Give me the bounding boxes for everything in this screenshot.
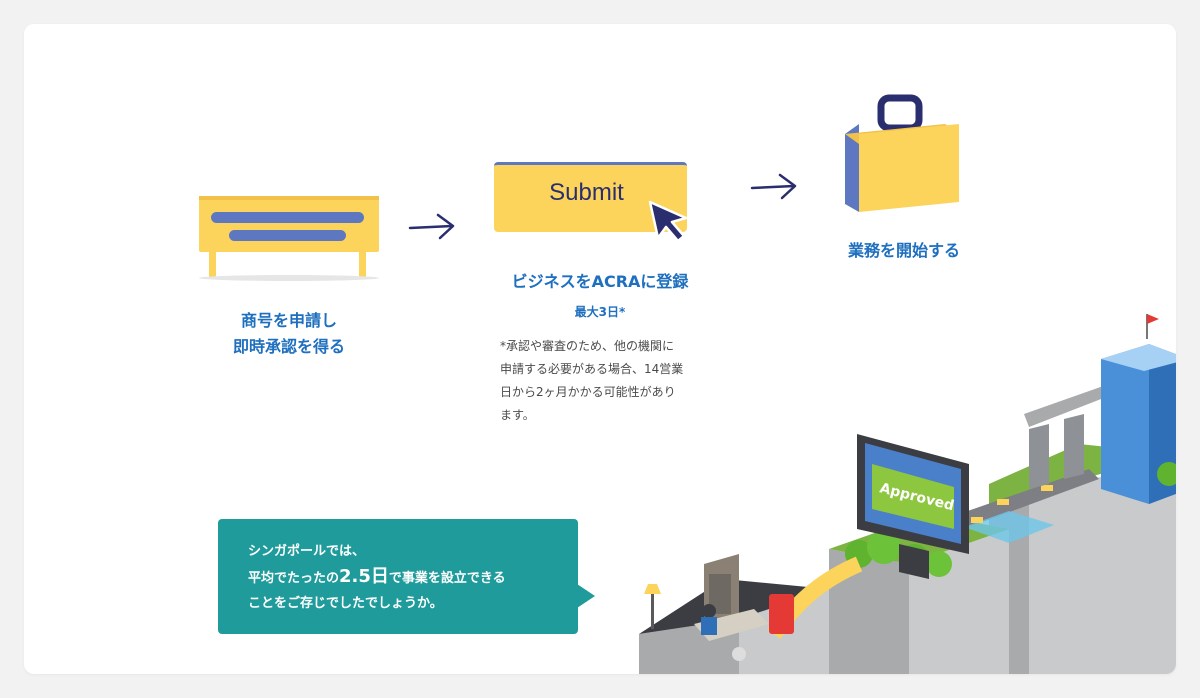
callout-line3: ことをご存じでしたでしょうか。 (248, 596, 443, 611)
step2-label: ビジネスをACRAに登録 (511, 272, 689, 291)
footnote-line1: *承認や審査のため、他の機関に (500, 339, 675, 353)
step1-label-line2: 即時承認を得る (232, 337, 345, 356)
content-card: 商号を申請し 即時承認を得る Submit ビジネスをACRAに登録 最大3日*… (24, 24, 1176, 674)
callout-line1: シンガポールでは、 (248, 544, 366, 559)
footnote-line4: ます。 (500, 408, 535, 422)
callout-text: で事業を設立できる (388, 571, 506, 586)
footnote-line2: 申請する必要がある場合、14営業 (500, 362, 684, 376)
singapore-illustration: Approved (639, 314, 1176, 674)
step1-label-line1: 商号を申請し (240, 311, 337, 330)
arrow-right-icon (750, 173, 797, 200)
arrow-right-icon (408, 213, 455, 240)
cursor-icon (648, 200, 688, 243)
callout-highlight: 2.5日 (339, 566, 389, 587)
footnote-line3: 日から2ヶ月かかる可能性があり (500, 385, 676, 399)
submit-label: Submit (549, 179, 624, 206)
callout-pointer (577, 584, 595, 608)
step2-sublabel: 最大3日* (574, 305, 626, 319)
submit-button-illustration: Submit (494, 162, 687, 232)
briefcase-icon (845, 94, 959, 212)
signboard-icon (199, 196, 379, 281)
step3-label: 業務を開始する (847, 241, 960, 260)
step1-label: 商号を申請し 即時承認を得る (184, 308, 394, 360)
callout-line2: 平均でたったの2.5日で事業を設立できる (248, 564, 578, 591)
callout-bubble: シンガポールでは、 平均でたったの2.5日で事業を設立できる ことをご存じでした… (218, 519, 578, 634)
footnote: *承認や審査のため、他の機関に 申請する必要がある場合、14営業 日から2ヶ月か… (500, 335, 710, 427)
callout-text: 平均でたったの (248, 571, 340, 586)
